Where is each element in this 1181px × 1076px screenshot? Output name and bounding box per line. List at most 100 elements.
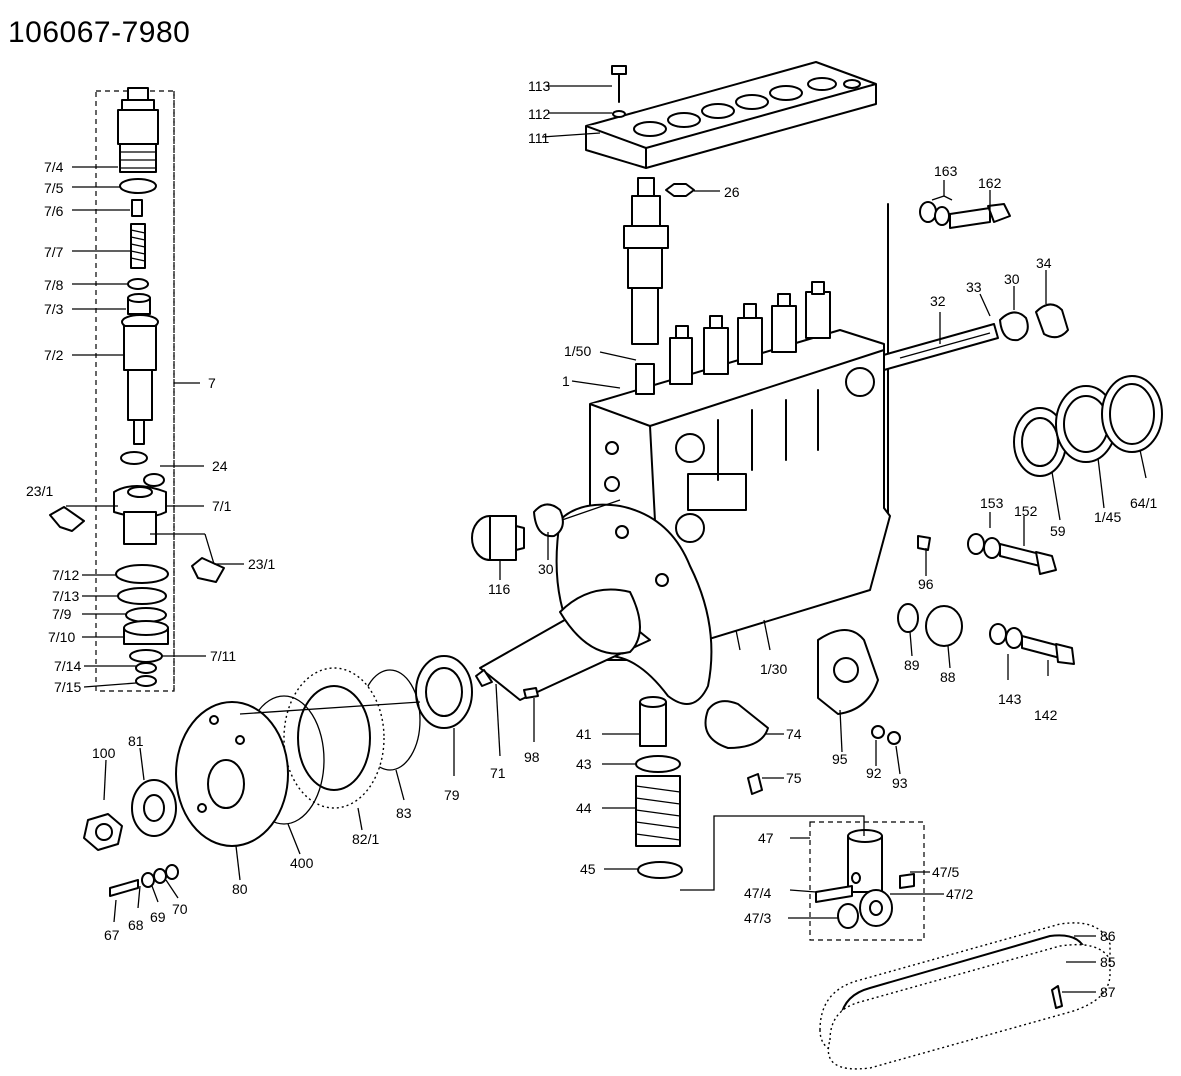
part-93 [887, 731, 901, 745]
part-162 [949, 207, 991, 229]
callout-7-10: 7/10 [48, 629, 75, 645]
barrel-heads [669, 281, 831, 385]
part-98 [523, 687, 539, 699]
part-7-12 [115, 564, 169, 584]
callout-1-45: 1/45 [1094, 509, 1121, 525]
callout-7-15: 7/15 [54, 679, 81, 695]
callout-98: 98 [524, 749, 540, 765]
part-1-50 [635, 363, 655, 395]
part-7-9 [125, 607, 167, 623]
part-7-7-spring [130, 223, 146, 269]
callout-34: 34 [1036, 255, 1052, 271]
callout-88: 88 [940, 669, 956, 685]
bottom-cover-plate [819, 922, 1111, 1070]
callout-142: 142 [1034, 707, 1058, 723]
front-bearing-79 [415, 655, 473, 729]
callout-1: 1 [562, 373, 570, 389]
camshaft [475, 588, 651, 701]
callout-100: 100 [92, 745, 116, 761]
part-163-b [934, 206, 950, 226]
callout-30-top: 30 [1004, 271, 1020, 287]
callout-96: 96 [918, 576, 934, 592]
callout-7-2: 7/2 [44, 347, 64, 363]
part-7-6 [131, 199, 143, 217]
callout-26: 26 [724, 184, 740, 200]
callout-86: 86 [1100, 928, 1116, 944]
callout-7-3: 7/3 [44, 301, 64, 317]
callout-1-50: 1/50 [564, 343, 591, 359]
part-23-1-left [49, 506, 85, 532]
part-47-5 [899, 873, 915, 889]
callout-43: 43 [576, 756, 592, 772]
callout-32: 32 [930, 293, 946, 309]
part-112 [612, 110, 626, 118]
front-leaders [103, 683, 535, 923]
part-47 [847, 835, 883, 893]
part-30-seal [533, 503, 564, 538]
callout-83: 83 [396, 805, 412, 821]
governor-leaders [931, 180, 1047, 344]
part-89 [897, 603, 919, 633]
delivery-valve-group [49, 87, 225, 692]
callout-44: 44 [576, 800, 592, 816]
callout-111: 111 [528, 130, 549, 146]
callout-116: 116 [488, 581, 511, 597]
callout-7-11: 7/11 [210, 648, 236, 664]
part-23-1-right [191, 557, 225, 583]
callout-93: 93 [892, 775, 908, 791]
callout-7: 7 [208, 375, 216, 391]
part-7-8 [127, 278, 149, 290]
callout-23-1-left: 23/1 [26, 483, 53, 499]
callout-112: 112 [528, 106, 551, 122]
part-75 [747, 773, 763, 795]
left-leader-lines [66, 166, 244, 688]
callout-162: 162 [978, 175, 1002, 191]
top-cover-plate [585, 61, 877, 169]
drawing-number: 106067-7980 [8, 16, 190, 49]
cover-plug-set [897, 603, 1075, 665]
part-7-11 [129, 649, 163, 663]
callout-7-12: 7/12 [52, 567, 79, 583]
callout-70: 70 [172, 901, 188, 917]
callout-47: 47 [758, 830, 774, 846]
part-30-washer [999, 311, 1029, 342]
callout-labels: 113 112 111 26 163 162 33 30 34 32 1/50 … [26, 78, 1157, 1000]
callout-79: 79 [444, 787, 460, 803]
callout-47-3: 47/3 [744, 910, 771, 926]
callout-143: 143 [998, 691, 1022, 707]
callout-24: 24 [212, 458, 228, 474]
callout-7-4: 7/4 [44, 159, 64, 175]
part-96 [917, 535, 931, 551]
part-116-plug [471, 515, 525, 561]
callout-7-14: 7/14 [54, 658, 81, 674]
callout-47-5: 47/5 [932, 864, 959, 880]
callout-92: 92 [866, 765, 882, 781]
callout-7-6: 7/6 [44, 203, 64, 219]
callout-7-8: 7/8 [44, 277, 64, 293]
callout-400: 400 [290, 855, 314, 871]
part-34-cap [1035, 303, 1069, 339]
part-74 [704, 700, 769, 749]
callout-69: 69 [150, 909, 166, 925]
part-47-4 [815, 885, 853, 903]
part-163-a [919, 201, 937, 223]
callout-75: 75 [786, 770, 802, 786]
callout-7-1: 7/1 [212, 498, 232, 514]
callout-71: 71 [490, 765, 506, 781]
part-26-nut [665, 183, 695, 197]
callout-1-30: 1/30 [760, 661, 787, 677]
callout-163: 163 [934, 163, 958, 179]
part-44-spring [635, 775, 681, 847]
governor-bolt-set [879, 201, 1069, 521]
callout-85: 85 [1100, 954, 1116, 970]
callout-47-4: 47/4 [744, 885, 771, 901]
bolt-set-152 [917, 533, 1057, 575]
part-92 [871, 725, 885, 739]
callout-33: 33 [966, 279, 982, 295]
callout-152: 152 [1014, 503, 1038, 519]
part-7-13 [117, 587, 167, 605]
callout-153: 153 [980, 495, 1004, 511]
part-142 [1021, 635, 1061, 659]
